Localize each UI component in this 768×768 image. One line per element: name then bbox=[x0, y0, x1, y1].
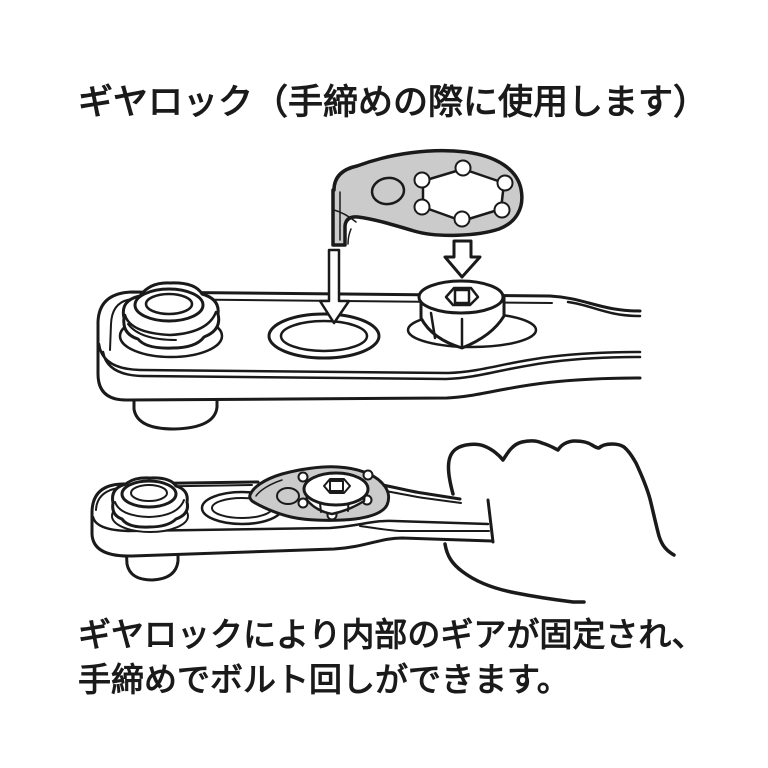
hex-corner-relief bbox=[413, 171, 431, 189]
hand-lower-contour bbox=[443, 542, 586, 604]
hex-corner-relief bbox=[454, 159, 472, 177]
hex-bolt bbox=[406, 279, 538, 350]
front-edge-line bbox=[97, 342, 642, 375]
front-edge bbox=[91, 515, 490, 533]
plate-bevel-line bbox=[255, 479, 283, 497]
knob-top-inner bbox=[130, 484, 168, 502]
knob-top-inner bbox=[144, 292, 194, 316]
hand-outline bbox=[443, 439, 676, 604]
hex-corner-relief bbox=[453, 210, 471, 228]
hex-corner-relief bbox=[297, 471, 309, 483]
gear-lock-plate bbox=[331, 148, 524, 247]
down-arrow-left bbox=[318, 248, 351, 325]
plate-oval-hole bbox=[370, 176, 406, 206]
front-edge-line-2 bbox=[101, 350, 642, 381]
wrench-outline bbox=[96, 290, 642, 402]
caption-line-2: 手締めでボルト回しができます。 bbox=[78, 661, 570, 698]
hex-corner-relief bbox=[496, 174, 514, 192]
hex-corner-relief bbox=[493, 201, 511, 219]
gear-dial-knob-bottom bbox=[111, 476, 189, 533]
figure-caption: ギヤロックにより内部のギアが固定され、 手締めでボルト回しができます。 bbox=[78, 612, 705, 702]
knob-scallop-line bbox=[127, 323, 177, 341]
plate-bevel-lines bbox=[333, 191, 357, 245]
knob-waist-line bbox=[123, 310, 218, 337]
knob-waist-line bbox=[114, 499, 185, 518]
gear-dial-knob bbox=[118, 281, 224, 359]
outline-left-bottom bbox=[90, 510, 494, 558]
wrench-top-view bbox=[96, 279, 642, 431]
hex-corner-relief bbox=[413, 198, 431, 216]
wrench-with-lock-installed bbox=[90, 465, 495, 582]
hex-corner-relief bbox=[362, 469, 374, 481]
bolt-square-drive bbox=[453, 288, 471, 305]
down-arrow-right bbox=[443, 239, 482, 279]
hand-upper-contour bbox=[446, 439, 676, 557]
oval-slot bbox=[267, 312, 381, 360]
front-edge-2 bbox=[359, 525, 490, 532]
bolt-facet-edges bbox=[429, 311, 464, 349]
neck-top-second-line bbox=[566, 300, 642, 318]
handle-butt-edge bbox=[486, 498, 495, 544]
bolt-square-drive bbox=[329, 480, 344, 492]
oval-slot-inner bbox=[279, 319, 369, 353]
oval-slot-outer bbox=[267, 312, 381, 360]
caption-line-1: ギヤロックにより内部のギアが固定され、 bbox=[78, 616, 705, 653]
gear-lock-installed bbox=[248, 465, 391, 522]
figure-title: ギヤロック（手締めの際に使用します） bbox=[78, 83, 709, 122]
hex-corner-relief bbox=[297, 497, 309, 509]
plate-oval-hole bbox=[276, 487, 300, 505]
